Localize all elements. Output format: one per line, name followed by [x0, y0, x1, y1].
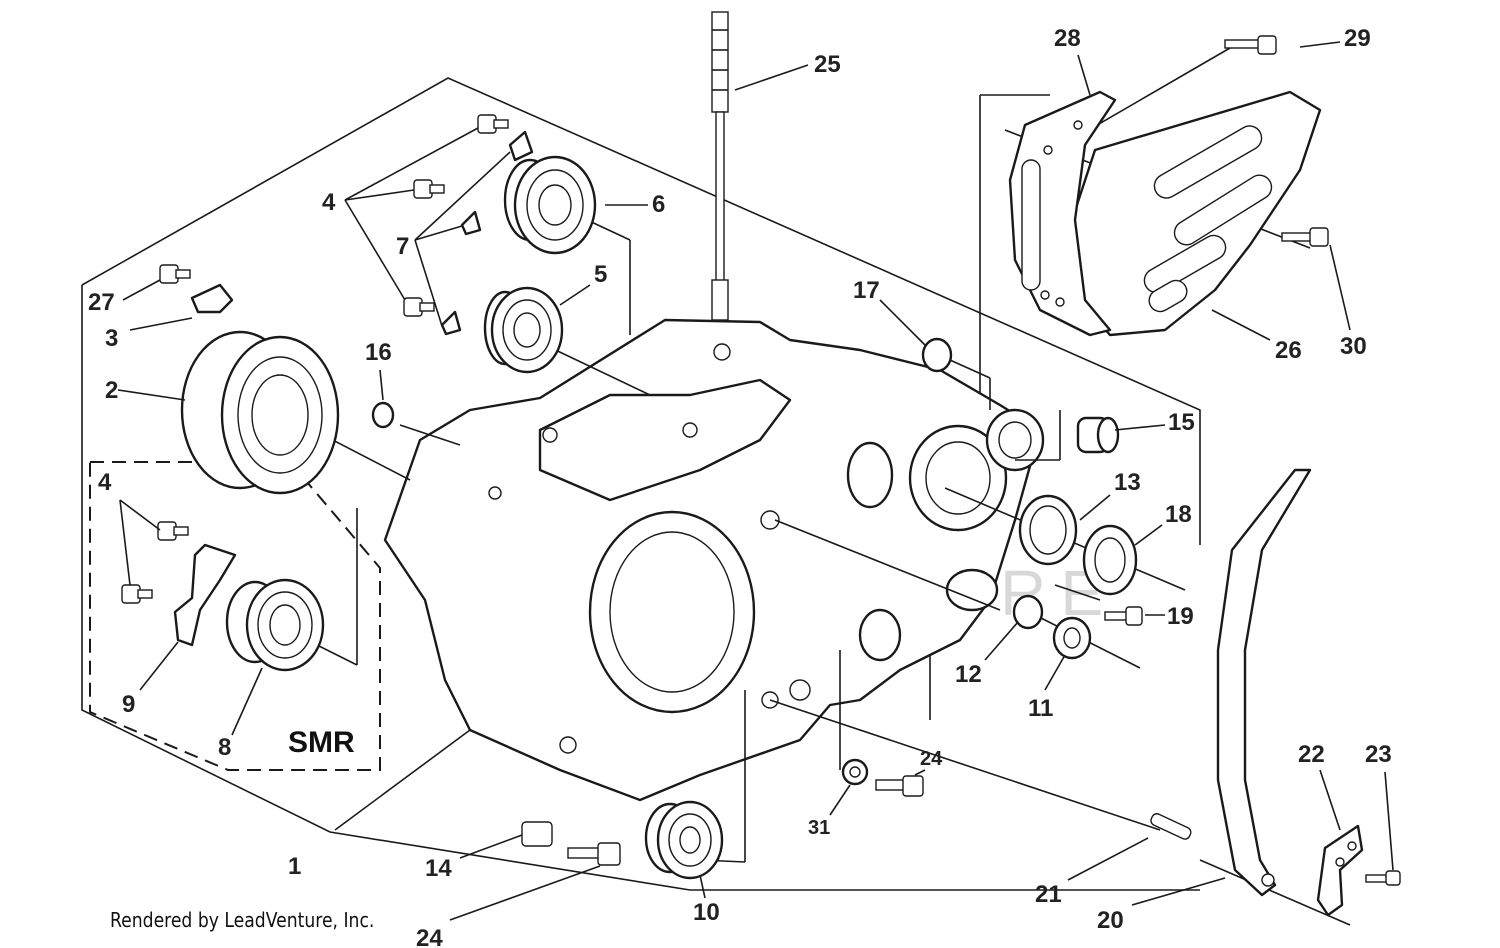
callout-12: 12: [955, 661, 982, 688]
leader-lines: [117, 41, 1394, 921]
callout-17: 17: [853, 277, 880, 304]
callout-18: 18: [1165, 501, 1192, 528]
callout-31: 31: [808, 817, 830, 839]
callout-numbers: 1 2 3 4 4 5 6 7 8 9 10 11 12 13 14 15 16…: [88, 25, 1392, 948]
pin-part-21: [1150, 813, 1192, 840]
callout-25: 25: [814, 51, 841, 78]
callout-27: 27: [88, 289, 115, 316]
callout-20: 20: [1097, 907, 1124, 934]
plate-part-28: [1008, 90, 1117, 337]
cover-part-26: [1070, 90, 1322, 337]
callout-3: 3: [105, 325, 118, 352]
plate-part-9: [173, 543, 237, 647]
screws: [121, 35, 1401, 886]
callout-13: 13: [1114, 469, 1141, 496]
callout-2: 2: [105, 377, 118, 404]
callout-19: 19: [1167, 603, 1194, 630]
callout-30: 30: [1340, 333, 1367, 360]
small-parts: [371, 337, 1138, 786]
callout-29: 29: [1344, 25, 1371, 52]
stud-part-25: [711, 11, 729, 321]
callout-28: 28: [1054, 25, 1081, 52]
callout-7: 7: [396, 233, 409, 260]
bearing-part-5: [483, 286, 564, 374]
bearing-part-10: [644, 800, 724, 880]
callout-24-bottom: 24: [416, 925, 443, 948]
bracket-part-22: [1316, 824, 1364, 917]
callout-4-smr: 4: [98, 469, 112, 496]
callout-15: 15: [1168, 409, 1195, 436]
bearing-part-2: [180, 330, 340, 495]
callout-6: 6: [652, 191, 665, 218]
plate-part-7b: [460, 210, 482, 236]
callout-10: 10: [693, 899, 720, 926]
callout-1: 1: [288, 853, 301, 880]
callout-9: 9: [122, 691, 135, 718]
callout-5: 5: [594, 261, 607, 288]
smr-kit-box: SMR: [89, 461, 381, 771]
smr-label: SMR: [288, 726, 355, 759]
callout-4-top: 4: [322, 189, 336, 216]
plate-part-7a: [508, 130, 534, 162]
callout-22: 22: [1298, 741, 1325, 768]
crankcase-part-1: [383, 318, 1045, 802]
callout-23: 23: [1365, 741, 1392, 768]
bearing-part-8: [225, 578, 325, 672]
chain-guide-part-20: [1216, 468, 1312, 897]
callout-26: 26: [1275, 337, 1302, 364]
bearing-part-6: [503, 155, 597, 255]
plate-part-7c: [440, 310, 462, 336]
callout-21: 21: [1035, 881, 1062, 908]
callout-16: 16: [365, 339, 392, 366]
callout-14: 14: [425, 855, 452, 882]
callout-11: 11: [1028, 695, 1053, 722]
render-credit: Rendered by LeadVenture, Inc.: [110, 908, 375, 932]
callout-8: 8: [218, 734, 231, 761]
callout-24-right: 24: [920, 748, 943, 770]
plate-part-3: [190, 283, 234, 314]
